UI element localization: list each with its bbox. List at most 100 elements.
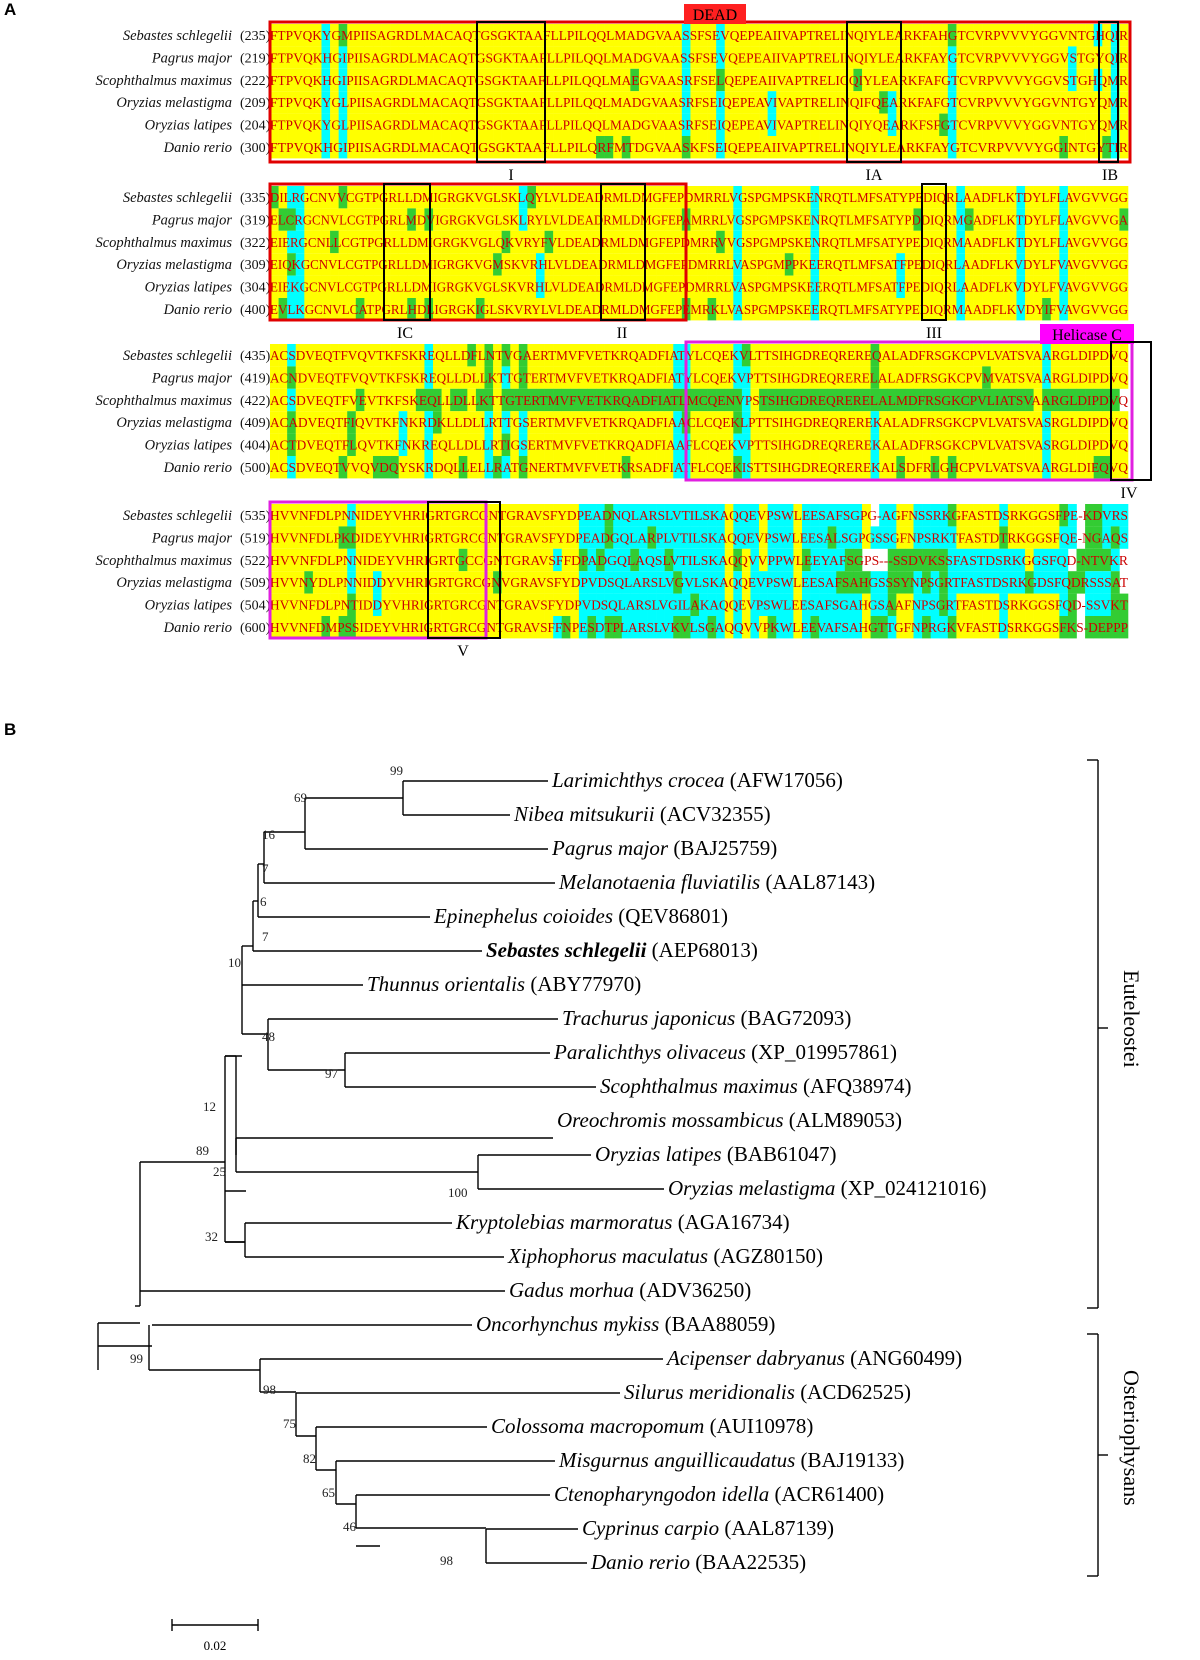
position-label: (404) bbox=[240, 439, 271, 454]
residue-shade bbox=[527, 208, 537, 231]
residue-shade bbox=[390, 298, 399, 321]
residue-shade bbox=[922, 253, 931, 276]
residue-shade bbox=[415, 136, 425, 159]
residue-shade bbox=[664, 24, 674, 47]
motif-box bbox=[427, 501, 501, 639]
residue-shade bbox=[1042, 411, 1052, 434]
residue-shade bbox=[707, 411, 717, 434]
residue-shade bbox=[321, 68, 331, 92]
residue-shade bbox=[699, 298, 708, 321]
residue-shade bbox=[561, 113, 571, 136]
residue-shade bbox=[930, 298, 940, 321]
residue-shade bbox=[475, 275, 485, 298]
residue-shade bbox=[964, 344, 974, 367]
residue-shade bbox=[827, 526, 837, 549]
residue-shade bbox=[1025, 548, 1034, 572]
residue-shade bbox=[493, 593, 502, 616]
residue-shade bbox=[510, 411, 520, 434]
residue-shade bbox=[801, 253, 811, 276]
residue-shade bbox=[441, 388, 451, 412]
residue-shade bbox=[587, 548, 597, 572]
residue-shade bbox=[381, 208, 391, 231]
residue-shade bbox=[330, 571, 339, 594]
residue-shade bbox=[433, 136, 442, 159]
residue-shade bbox=[347, 24, 357, 47]
residue-shade bbox=[1033, 548, 1043, 572]
residue-shade bbox=[999, 388, 1009, 412]
residue-shade bbox=[278, 526, 288, 549]
residue-shade bbox=[270, 411, 279, 434]
residue-shade bbox=[621, 388, 631, 412]
residue-shade bbox=[853, 298, 863, 321]
residue-shade bbox=[398, 366, 408, 389]
residue-shade bbox=[767, 253, 777, 276]
residue-shade bbox=[287, 186, 297, 209]
residue-shade bbox=[990, 275, 1000, 298]
residue-shade bbox=[570, 593, 580, 616]
residue-shade bbox=[321, 456, 331, 479]
residue-shade bbox=[836, 24, 846, 47]
residue-shade bbox=[450, 571, 460, 594]
residue-shade bbox=[784, 504, 794, 527]
residue-shade bbox=[467, 298, 477, 321]
residue-shade bbox=[587, 616, 597, 639]
residue-shade bbox=[887, 616, 897, 639]
residue-shade bbox=[407, 91, 417, 114]
residue-shade bbox=[501, 411, 511, 434]
residue-shade bbox=[1067, 298, 1077, 321]
residue-shade bbox=[467, 68, 477, 92]
residue-shade bbox=[587, 186, 597, 209]
residue-shade bbox=[501, 571, 511, 594]
motif-label: IC bbox=[397, 325, 413, 342]
residue-shade bbox=[518, 24, 528, 47]
residue-shade bbox=[527, 68, 537, 92]
residue-shade bbox=[501, 504, 511, 527]
residue-shade bbox=[278, 208, 288, 231]
residue-shade bbox=[999, 275, 1009, 298]
residue-shade bbox=[372, 571, 382, 594]
residue-shade bbox=[501, 230, 511, 254]
sequence-text: EIERGCNLLCGTPGRLLDMIGRGKVGLQKVRYFVLDEADR… bbox=[270, 235, 1128, 250]
residue-shade bbox=[896, 433, 906, 456]
residue-shade bbox=[1033, 113, 1043, 136]
residue-shade bbox=[493, 68, 502, 92]
residue-shade bbox=[347, 275, 357, 298]
residue-shade bbox=[741, 230, 751, 254]
residue-shade bbox=[330, 388, 339, 412]
residue-shade bbox=[347, 526, 357, 549]
sequence-text: FTPVQKHGIPIISAGRDLMACAQTGSGKTAAFLLPILQQL… bbox=[270, 50, 1128, 65]
residue-shade bbox=[510, 113, 520, 136]
residue-shade bbox=[741, 548, 751, 572]
residue-shade bbox=[1059, 68, 1069, 92]
residue-shade bbox=[621, 68, 631, 92]
residue-shade bbox=[836, 68, 846, 92]
residue-shade bbox=[699, 208, 708, 231]
residue-shade bbox=[879, 186, 889, 209]
residue-shade bbox=[759, 571, 768, 594]
residue-shade bbox=[1042, 136, 1052, 159]
residue-shade bbox=[364, 344, 374, 367]
residue-shade bbox=[467, 593, 477, 616]
residue-shade bbox=[767, 456, 777, 479]
residue-shade bbox=[947, 411, 957, 434]
residue-shade bbox=[484, 548, 494, 572]
residue-shade bbox=[424, 411, 434, 434]
position-label: (435) bbox=[240, 349, 271, 364]
residue-shade bbox=[939, 24, 949, 47]
residue-shade bbox=[1007, 68, 1017, 92]
residue-shade bbox=[330, 616, 339, 639]
motif-label: IA bbox=[866, 167, 883, 184]
residue-shade bbox=[355, 136, 365, 159]
sequence-text: ACADVEQTFIQVTKFNKRDKLLDLLRTTGSERTMVFVETK… bbox=[270, 415, 1128, 430]
residue-shade bbox=[724, 593, 734, 616]
residue-shade bbox=[1076, 24, 1086, 47]
residue-shade bbox=[973, 186, 983, 209]
residue-shade bbox=[999, 208, 1009, 231]
residue-shade bbox=[973, 411, 983, 434]
residue-shade bbox=[956, 571, 966, 594]
residue-shade bbox=[613, 186, 623, 209]
residue-shade bbox=[1119, 275, 1129, 298]
residue-shade bbox=[1085, 411, 1094, 434]
scale-label: 0.02 bbox=[204, 1638, 227, 1653]
residue-shade bbox=[304, 344, 314, 367]
